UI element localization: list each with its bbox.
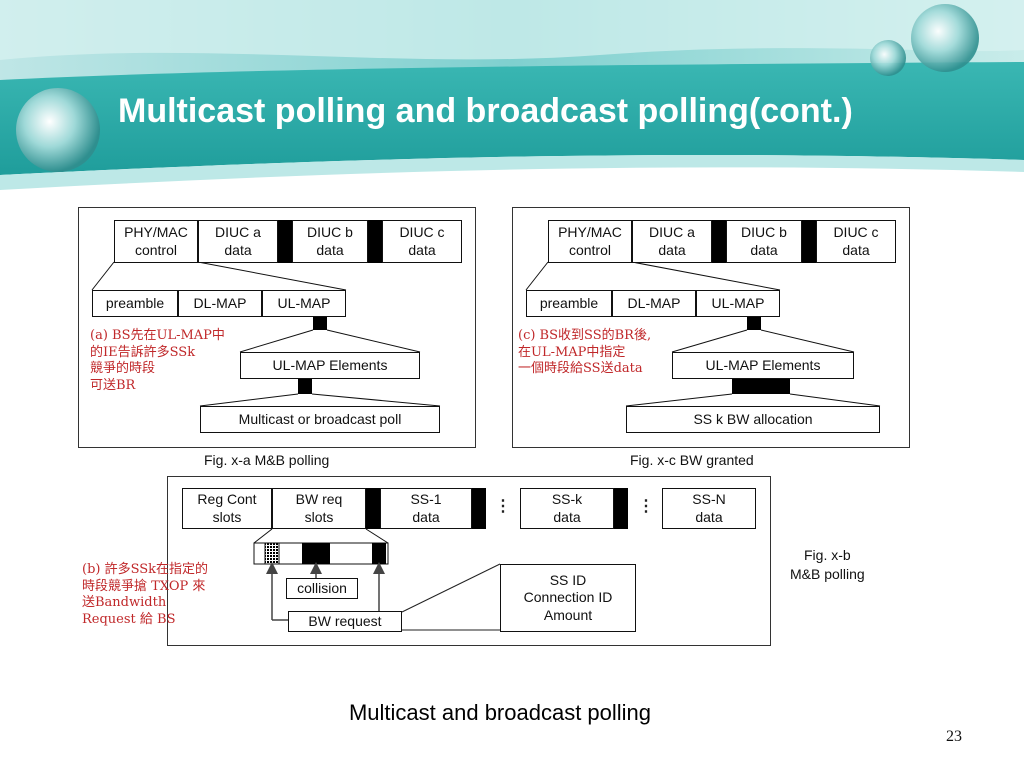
fig-c-caption: Fig. x-c BW granted xyxy=(630,452,754,468)
fig-a-multicast-broadcast-poll: Multicast or broadcast poll xyxy=(200,406,440,433)
fig-b-request-fields: SS ID Connection ID Amount xyxy=(500,564,636,632)
fig-b-ss-1-data: SS-1 data xyxy=(380,488,472,529)
slide-title: Multicast polling and broadcast polling(… xyxy=(118,92,853,130)
fig-c-burst-block xyxy=(712,220,726,263)
page-number: 23 xyxy=(946,728,962,745)
fig-c-ul-map-block xyxy=(747,317,761,330)
fig-c-element-block xyxy=(732,379,790,394)
fig-c-phy-mac-control: PHY/MAC control xyxy=(548,220,632,263)
fig-b-reg-cont-slots: Reg Cont slots xyxy=(182,488,272,529)
fig-a-diuc-a-data: DIUC a data xyxy=(198,220,278,263)
fig-c-diuc-a-data: DIUC a data xyxy=(632,220,712,263)
fig-a-ul-map-block xyxy=(313,317,327,330)
fig-a-caption: Fig. x-a M&B polling xyxy=(204,452,330,468)
fig-a-annotation: (a) BS先在UL-MAP中 的IE告訴許多SSk 競爭的時段 可送BR xyxy=(90,328,225,393)
fig-a-dl-map: DL-MAP xyxy=(178,290,262,317)
fig-c-preamble: preamble xyxy=(526,290,612,317)
fig-b-annotation: (b) 許多SSk在指定的 時段競爭搶 TXOP 來 送Bandwidth Re… xyxy=(82,562,209,627)
fig-b-ss-n-data: SS-N data xyxy=(662,488,756,529)
fig-b-ss-k-data: SS-k data xyxy=(520,488,614,529)
fig-c-ul-map-elements: UL-MAP Elements xyxy=(672,352,854,379)
fig-a-burst-block xyxy=(368,220,382,263)
fig-b-bw-request: BW request xyxy=(288,611,402,632)
fig-b-burst-block xyxy=(472,488,486,529)
fig-a-ul-map-elements: UL-MAP Elements xyxy=(240,352,420,379)
fig-a-ul-map: UL-MAP xyxy=(262,290,346,317)
fig-b-bw-req-slots: BW req slots xyxy=(272,488,366,529)
fig-a-preamble: preamble xyxy=(92,290,178,317)
fig-c-diuc-b-data: DIUC b data xyxy=(726,220,802,263)
fig-c-ss-k-bw-allocation: SS k BW allocation xyxy=(626,406,880,433)
bubble-icon xyxy=(16,88,100,172)
fig-c-dl-map: DL-MAP xyxy=(612,290,696,317)
fig-a-element-block xyxy=(298,379,312,394)
fig-b-caption: Fig. x-b M&B polling xyxy=(790,547,865,582)
fig-c-diuc-c-data: DIUC c data xyxy=(816,220,896,263)
fig-c-annotation: (c) BS收到SS的BR後, 在UL-MAP中指定 一個時段給SS送data xyxy=(518,328,652,377)
fig-b-collision-label: collision xyxy=(286,578,358,599)
fig-a-phy-mac-control: PHY/MAC control xyxy=(114,220,198,263)
fig-a-diuc-c-data: DIUC c data xyxy=(382,220,462,263)
fig-b-burst-block xyxy=(366,488,380,529)
fig-b-ellipsis: ⋮ xyxy=(638,498,654,515)
fig-a-burst-block xyxy=(278,220,292,263)
fig-a-diuc-b-data: DIUC b data xyxy=(292,220,368,263)
fig-c-burst-block xyxy=(802,220,816,263)
fig-c-ul-map: UL-MAP xyxy=(696,290,780,317)
slide-caption: Multicast and broadcast polling xyxy=(348,700,652,725)
fig-b-ellipsis: ⋮ xyxy=(495,498,511,515)
fig-b-burst-block xyxy=(614,488,628,529)
header-banner xyxy=(0,0,1024,190)
